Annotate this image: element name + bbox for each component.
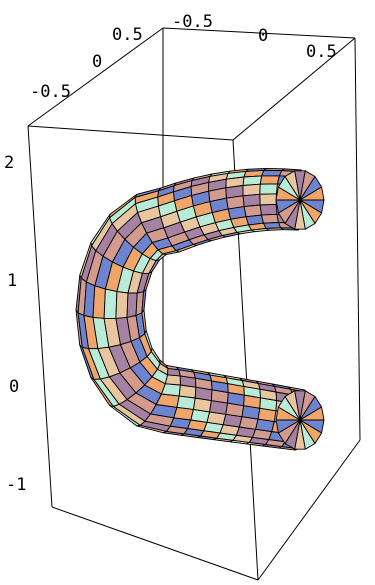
y-tick-label: 0.5 (306, 42, 337, 62)
cap-wedge (299, 406, 325, 421)
surface-patch (259, 175, 280, 185)
surface-patch (261, 169, 283, 177)
y-tick-label: -0.5 (172, 12, 213, 32)
z-axis-ticks: 2 1 0 -1 (4, 153, 26, 495)
z-tick-label: -1 (6, 475, 26, 495)
box-front-edges (27, 37, 361, 581)
y-axis-ticks: -0.5 0 0.5 (172, 12, 337, 62)
surface-patch (259, 183, 278, 195)
tube-end-cap (275, 170, 325, 230)
surface-patch (92, 285, 106, 319)
surface-patch (259, 203, 278, 216)
x-axis-ticks: -0.5 0 0.5 (30, 25, 143, 102)
tube-surface (75, 168, 325, 451)
y-tick-label: 0 (258, 26, 268, 46)
z-tick-label: 0 (9, 377, 19, 397)
x-tick-label: 0 (92, 52, 102, 72)
surface-patch (115, 291, 129, 319)
cap-wedge (299, 186, 325, 201)
z-tick-label: 2 (4, 153, 14, 173)
x-tick-label: -0.5 (30, 82, 71, 102)
surface-patch (259, 193, 277, 206)
surface-patch (260, 213, 279, 224)
z-tick-label: 1 (7, 271, 17, 291)
surface-patch (164, 374, 181, 386)
surface-patch (242, 193, 261, 208)
x-tick-label: 0.5 (112, 25, 143, 45)
surface-patch (103, 288, 118, 319)
surface-patch (161, 383, 181, 397)
tube-end-cap (275, 390, 325, 450)
